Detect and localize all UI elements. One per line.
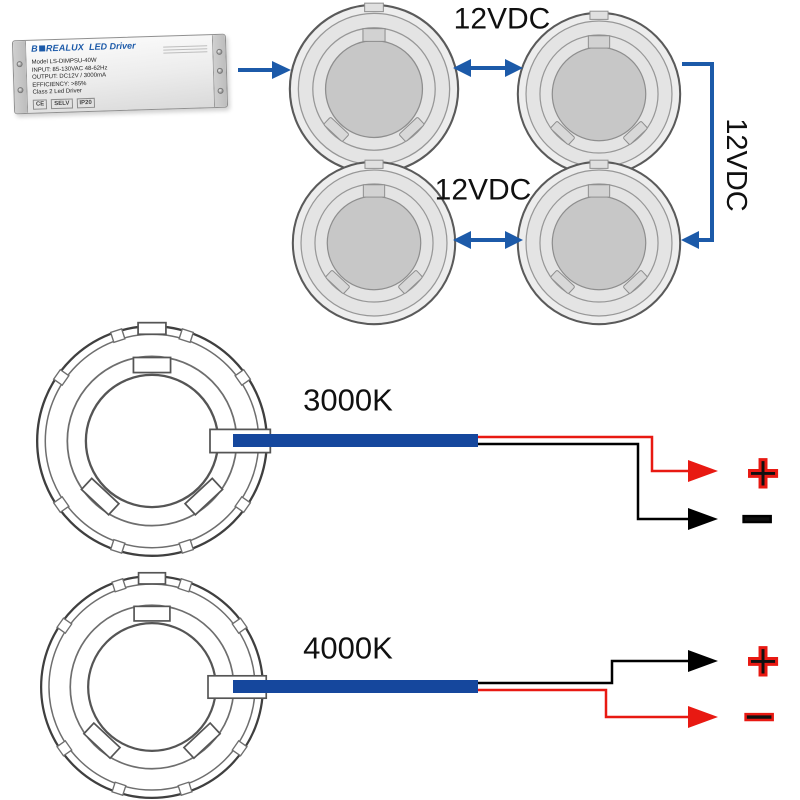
wire-red-positive-3000k — [478, 435, 688, 473]
cert-badge: IP20 — [76, 97, 95, 109]
label-3000k: 3000K — [303, 383, 393, 418]
label-12vdc-top: 12VDC — [454, 3, 551, 36]
puck-light-1 — [288, 2, 460, 175]
label-12vdc-middle: 12VDC — [435, 174, 532, 207]
arrow-left-icon — [453, 59, 471, 77]
plus-4000k: + — [747, 631, 779, 691]
screw-icon — [216, 48, 223, 55]
arrow-right-icon — [272, 61, 291, 79]
brand-logo-icon — [38, 45, 45, 52]
screw-icon — [16, 61, 23, 68]
driver-spec-lines: Model LS-DIMPSU-40W INPUT: 85-130VAC 48-… — [32, 54, 209, 97]
minus-4000k: − — [743, 687, 775, 747]
arrow-left-icon — [681, 231, 699, 249]
puck-light-4000k — [39, 571, 268, 800]
polarity-arrow-icon — [688, 650, 718, 672]
puck-light-3 — [291, 159, 457, 326]
polarity-arrow-icon — [688, 508, 718, 530]
cert-badge: SELV — [51, 98, 73, 110]
arrow-right-icon — [505, 59, 523, 77]
arrow-left-icon — [453, 231, 471, 249]
screw-icon — [216, 67, 224, 74]
label-4000k: 4000K — [303, 631, 393, 666]
light2-light4-line — [682, 62, 714, 242]
minus-3000k: − — [741, 489, 773, 549]
puck-light-4 — [516, 159, 682, 326]
fine-print-lines — [163, 42, 208, 54]
wire-blue-4000k — [233, 680, 478, 693]
wire-red-negative-4000k — [478, 688, 688, 719]
label-12vdc-right: 12VDC — [720, 118, 752, 212]
driver-cert-badges: CE SELV IP20 — [32, 94, 209, 111]
cert-badge: CE — [32, 99, 48, 110]
polarity-arrow-icon — [688, 706, 718, 728]
wire-black-negative-3000k — [478, 442, 688, 521]
dc-connections — [238, 59, 714, 249]
wire-black-positive-4000k — [478, 659, 688, 685]
screw-icon — [17, 87, 24, 94]
plus-3000k: + — [747, 443, 779, 503]
puck-light-2 — [516, 10, 682, 177]
polarity-arrow-icon — [688, 460, 718, 482]
driver-terminal-right — [211, 34, 228, 108]
screw-icon — [217, 87, 224, 94]
arrow-right-icon — [505, 231, 523, 249]
wire-blue-3000k — [233, 434, 478, 447]
driver-product-name: LED Driver — [88, 40, 136, 52]
